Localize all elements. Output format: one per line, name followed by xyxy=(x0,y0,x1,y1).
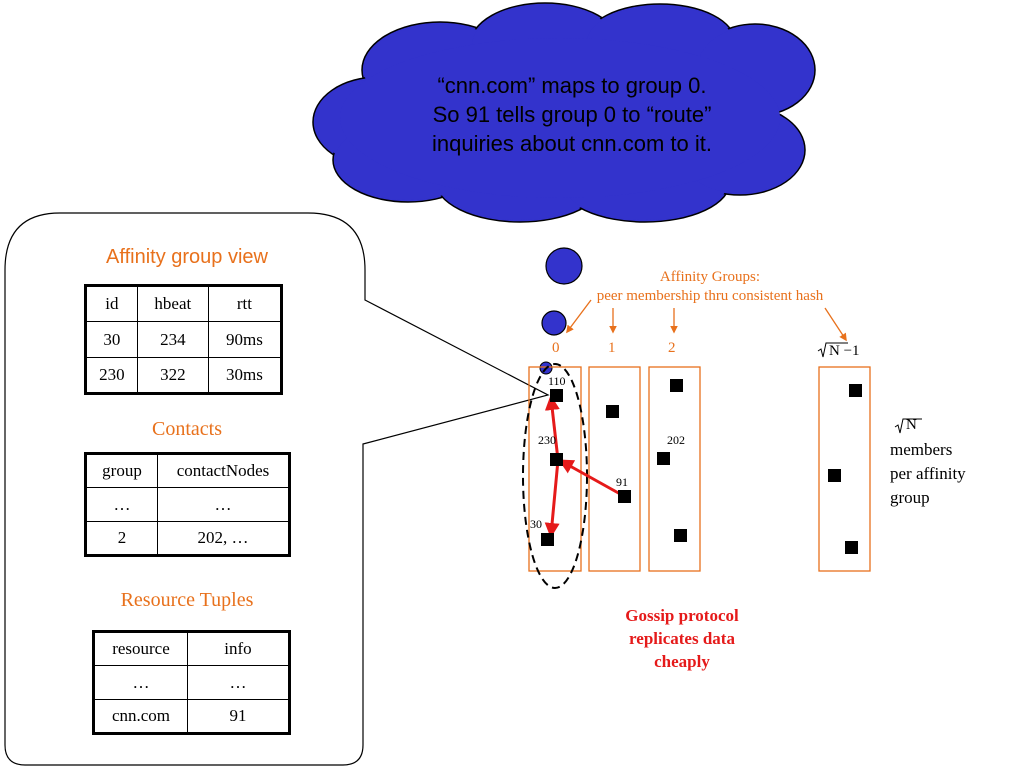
node-last-a xyxy=(849,384,862,397)
table-cell: cnn.com xyxy=(93,699,188,734)
gossip-line: Gossip protocol xyxy=(625,606,739,625)
gossip-arrows xyxy=(544,395,623,538)
contacts-table: group contactNodes … … 2 202, … xyxy=(84,452,291,557)
node-label-91: 91 xyxy=(616,475,628,489)
affinity-group-column-1 xyxy=(588,366,641,572)
table-header-row: group contactNodes xyxy=(85,453,290,488)
member-nodes xyxy=(541,379,862,554)
node-group1-a xyxy=(606,405,619,418)
caption-line: peer membership thru consistent hash xyxy=(596,288,824,304)
table-row: 30 234 90ms xyxy=(85,321,283,358)
table-row: 2 202, … xyxy=(85,521,290,556)
cloud-text: “cnn.com” maps to group 0. So 91 tells g… xyxy=(392,71,752,158)
table-cell: 2 xyxy=(85,521,158,556)
cloud-line: “cnn.com” maps to group 0. xyxy=(437,73,707,98)
node-last-b xyxy=(828,469,841,482)
table-header-row: id hbeat rtt xyxy=(85,285,283,322)
affinity-group-column-2 xyxy=(648,366,701,572)
cloud-line: inquiries about cnn.com to it. xyxy=(431,131,713,156)
affinity-group-view-title: Affinity group view xyxy=(106,246,268,268)
table-cell: 234 xyxy=(136,321,209,358)
table-row: 230 322 30ms xyxy=(85,357,283,394)
sqrt-n-label: N xyxy=(906,417,917,433)
table-cell: 90ms xyxy=(207,321,283,358)
resource-tuples-title: Resource Tuples xyxy=(120,589,254,611)
table-header-cell: id xyxy=(85,285,138,322)
table-cell: … xyxy=(187,665,290,700)
node-label-202: 202 xyxy=(667,433,685,447)
contacts-title: Contacts xyxy=(152,418,222,440)
members-note-line: group xyxy=(890,488,930,507)
table-header-cell: contactNodes xyxy=(157,453,290,488)
node-202 xyxy=(657,452,670,465)
table-cell: … xyxy=(157,487,290,522)
table-cell: 230 xyxy=(85,357,138,394)
group-index-1: 1 xyxy=(608,340,616,356)
node-group2-a xyxy=(670,379,683,392)
table-header-cell: rtt xyxy=(207,285,283,322)
table-header-cell: resource xyxy=(93,631,188,666)
table-header-row: resource info xyxy=(93,631,290,666)
table-row: … … xyxy=(85,487,290,522)
table-cell: 91 xyxy=(187,699,290,734)
thought-bubble-medium xyxy=(541,310,567,336)
table-cell: 30 xyxy=(85,321,138,358)
members-note-line: members xyxy=(890,440,953,459)
affinity-group-column-0 xyxy=(528,366,582,572)
gossip-line: cheaply xyxy=(654,652,710,671)
table-header-cell: hbeat xyxy=(136,285,209,322)
group-pointer-arrows xyxy=(566,299,847,342)
table-header-cell: group xyxy=(85,453,158,488)
table-row: cnn.com 91 xyxy=(93,699,290,734)
node-110 xyxy=(550,389,563,402)
gossip-line: replicates data xyxy=(629,629,735,648)
affinity-groups-caption: Affinity Groups: peer membership thru co… xyxy=(560,268,860,306)
table-row: … … xyxy=(93,665,290,700)
table-header-cell: info xyxy=(187,631,290,666)
table-cell: 30ms xyxy=(207,357,283,394)
node-91 xyxy=(618,490,631,503)
members-note: members per affinity group xyxy=(890,438,1010,510)
sqrt-sign-last-index xyxy=(817,342,848,358)
thought-bubble-large xyxy=(545,247,583,285)
node-group2-c xyxy=(674,529,687,542)
cloud-line: So 91 tells group 0 to “route” xyxy=(432,102,712,127)
caption-line: Affinity Groups: xyxy=(659,269,761,285)
node-30 xyxy=(541,533,554,546)
node-label-110: 110 xyxy=(548,374,566,388)
members-note-line: per affinity xyxy=(890,464,966,483)
thought-cloud xyxy=(312,2,816,375)
node-230 xyxy=(550,453,563,466)
table-cell: … xyxy=(93,665,188,700)
node-label-230: 230 xyxy=(538,433,556,447)
table-cell: … xyxy=(85,487,158,522)
node-label-30: 30 xyxy=(530,517,542,531)
resource-tuples-table: resource info … … cnn.com 91 xyxy=(92,630,291,735)
group-index-last: N −1 xyxy=(829,343,860,359)
sqrt-sign-members xyxy=(894,418,922,434)
table-cell: 322 xyxy=(136,357,209,394)
affinity-group-view-table: id hbeat rtt 30 234 90ms 230 322 30ms xyxy=(84,284,283,395)
table-cell: 202, … xyxy=(157,521,290,556)
group-index-0: 0 xyxy=(552,340,560,356)
affinity-group-column-last xyxy=(818,366,871,572)
node-last-c xyxy=(845,541,858,554)
group-index-2: 2 xyxy=(668,340,676,356)
gossip-caption: Gossip protocol replicates data cheaply xyxy=(582,604,782,673)
